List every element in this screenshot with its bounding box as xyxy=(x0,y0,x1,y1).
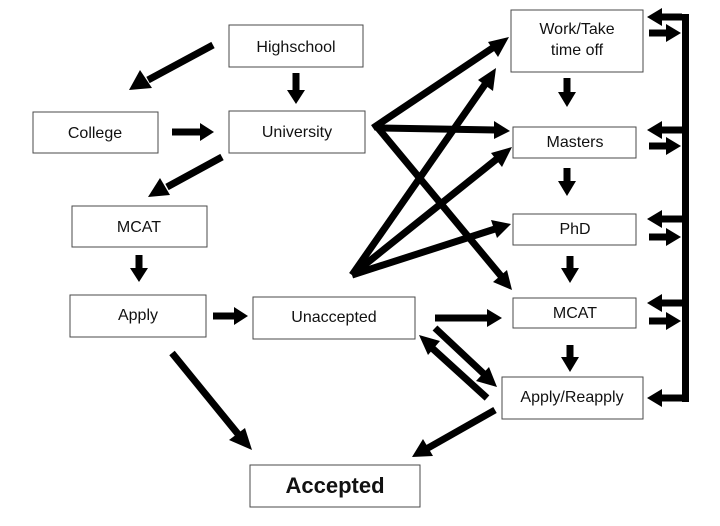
node-work: Work/Take time off xyxy=(510,9,644,73)
node-highschool-label: Highschool xyxy=(256,39,335,56)
node-highschool: Highschool xyxy=(228,24,364,68)
node-college-label: College xyxy=(68,125,122,142)
node-masters-label: Masters xyxy=(547,134,604,151)
arrow-unaccepted-to-phd xyxy=(350,220,511,279)
arrow-loop-to-masters xyxy=(647,121,682,139)
arrow-apply-to-accepted xyxy=(169,350,252,450)
arrow-mcat-to-apply xyxy=(130,255,148,282)
node-college: College xyxy=(32,111,159,154)
node-mcat-1-label: MCAT xyxy=(117,219,161,236)
arrow-loop-to-mcat xyxy=(647,294,682,312)
arrow-masters-to-loop xyxy=(649,137,681,155)
node-apply-label: Apply xyxy=(118,307,158,324)
arrow-mcat-to-loop xyxy=(649,312,681,330)
node-reapply: Apply/Reapply xyxy=(501,376,644,420)
node-unaccepted-label: Unaccepted xyxy=(291,309,376,326)
node-university: University xyxy=(228,110,366,154)
node-unaccepted: Unaccepted xyxy=(252,296,416,340)
node-work-label-line1: Work/Take xyxy=(539,21,614,38)
node-university-label: University xyxy=(262,124,332,141)
arrow-university-to-mcat xyxy=(148,153,224,197)
arrow-highschool-to-university xyxy=(287,73,305,104)
arrow-work-to-masters xyxy=(558,78,576,107)
node-accepted: Accepted xyxy=(249,464,421,508)
feedback-loop-bar xyxy=(682,14,689,402)
arrow-phd-to-loop xyxy=(649,228,681,246)
arrow-unaccepted-to-reapply xyxy=(432,325,497,387)
arrows xyxy=(129,8,689,457)
arrow-unaccepted-to-masters xyxy=(349,147,512,278)
arrow-college-to-university xyxy=(172,123,214,141)
arrow-unaccepted-to-mcat-right xyxy=(435,309,502,327)
arrow-apply-to-unaccepted xyxy=(213,307,248,325)
node-mcat-2: MCAT xyxy=(512,297,637,329)
arrow-highschool-to-college xyxy=(129,41,215,90)
arrow-phd-to-mcat xyxy=(561,256,579,283)
arrow-work-to-loop xyxy=(649,24,681,42)
arrow-reapply-to-unaccepted xyxy=(419,335,490,401)
arrow-university-to-work xyxy=(371,37,509,131)
node-mcat-2-label: MCAT xyxy=(553,305,597,322)
arrow-loop-to-work xyxy=(647,8,682,26)
node-mcat-1: MCAT xyxy=(71,205,208,248)
node-work-label-line2: time off xyxy=(551,42,604,59)
arrow-unaccepted-to-work xyxy=(349,68,496,278)
node-phd-label: PhD xyxy=(559,221,590,238)
arrow-reapply-to-accepted xyxy=(412,406,497,457)
arrow-university-to-masters xyxy=(377,121,510,139)
arrow-loop-to-reapply xyxy=(647,389,682,407)
arrow-loop-to-phd xyxy=(647,210,682,228)
arrow-mcat-to-reapply xyxy=(561,345,579,372)
node-accepted-label: Accepted xyxy=(285,473,384,498)
node-phd: PhD xyxy=(512,213,637,246)
arrow-masters-to-phd xyxy=(558,168,576,196)
node-masters: Masters xyxy=(512,126,637,159)
node-apply: Apply xyxy=(69,294,207,338)
node-reapply-label: Apply/Reapply xyxy=(520,389,623,406)
